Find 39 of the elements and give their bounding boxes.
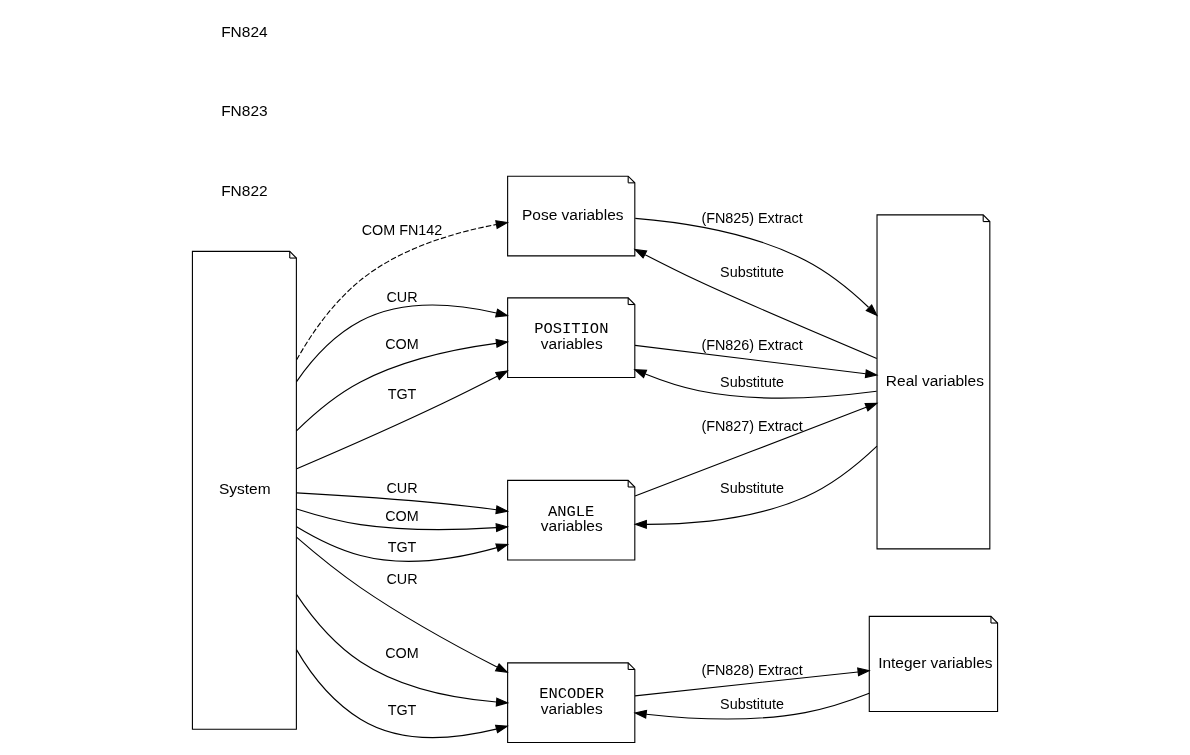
edge-label: Substitute (720, 479, 784, 496)
arrow (296, 220, 510, 361)
edge-label: COM (385, 336, 419, 353)
label: FN824 (221, 22, 268, 40)
arrow (634, 217, 879, 317)
edge-label: Substitute (720, 373, 784, 390)
arrow (296, 508, 510, 533)
arrow (295, 649, 509, 738)
arrow (296, 370, 509, 470)
arrow (633, 692, 870, 720)
edge-label: TGT (387, 385, 417, 402)
edge-label: TGT (387, 538, 417, 555)
edge-label: CUR (386, 288, 418, 305)
arrow (634, 667, 871, 697)
label: FN823 (221, 102, 268, 120)
arrow (296, 526, 510, 562)
arrow (295, 304, 509, 383)
arrow (634, 402, 879, 497)
edge-label: TGT (387, 702, 417, 719)
edge-label: COM (385, 507, 419, 524)
arrow (633, 445, 878, 530)
edge-label: Substitute (720, 264, 784, 281)
arrow (296, 594, 510, 707)
edge-label: (FN828) Extract (701, 662, 803, 679)
edge-label: COM FN142 (361, 222, 443, 239)
edge-label: Substitute (720, 695, 784, 712)
arrow (634, 344, 879, 379)
edge-label: CUR (386, 479, 418, 496)
arrow (295, 536, 509, 674)
edge-label: COM (385, 644, 419, 661)
edge-label: (FN825) Extract (701, 210, 803, 227)
arrow (633, 369, 878, 399)
arrow (295, 338, 510, 432)
arrow (295, 492, 510, 515)
edge-label: CUR (386, 570, 418, 587)
edge-label: (FN827) Extract (701, 418, 803, 435)
edge-label: (FN826) Extract (701, 337, 803, 354)
arrow (633, 248, 878, 360)
label: FN822 (221, 181, 268, 199)
